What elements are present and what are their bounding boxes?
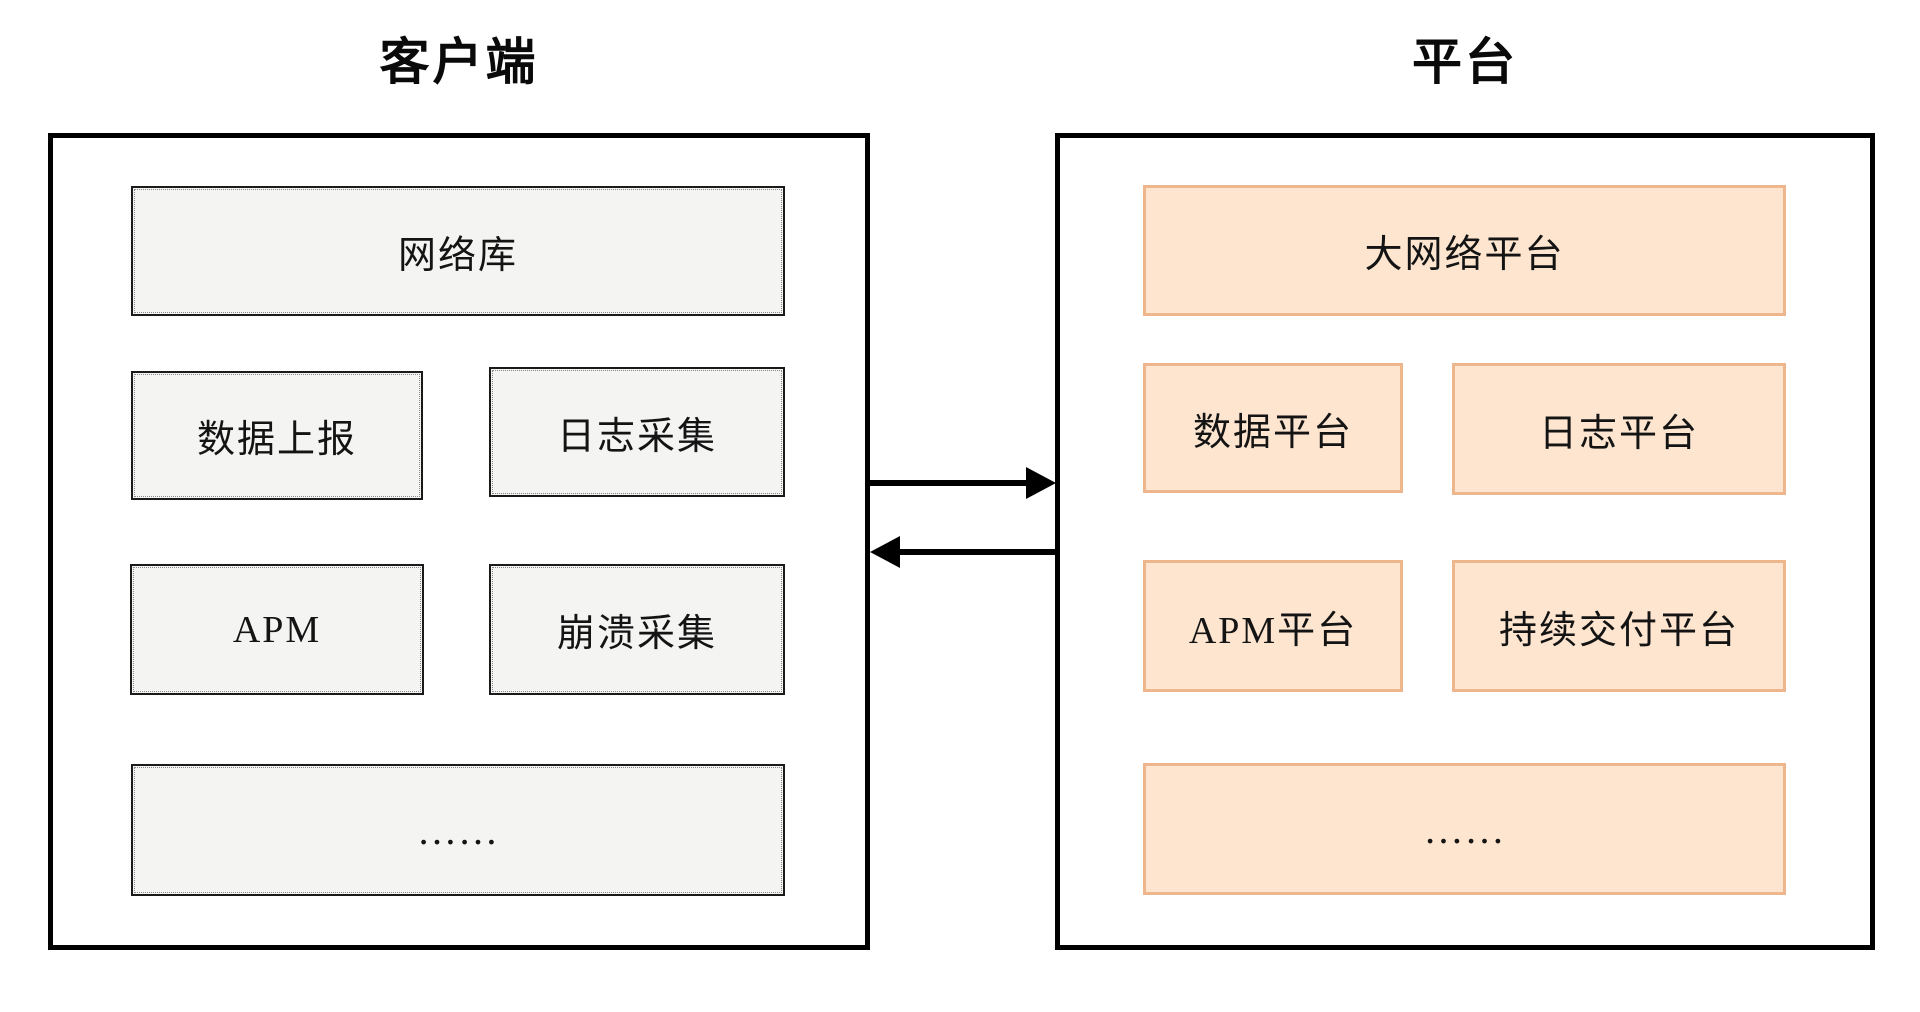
client-box-crash-collect: 崩溃采集: [489, 564, 785, 695]
platform-box-ellipsis: ……: [1143, 763, 1786, 895]
arrow-right-head-icon: [1026, 467, 1056, 499]
client-box-data-report: 数据上报: [131, 371, 423, 500]
platform-box-big-network: 大网络平台: [1143, 185, 1786, 316]
platform-box-log-platform: 日志平台: [1452, 363, 1786, 495]
arrow-left-head-icon: [870, 536, 900, 568]
client-title: 客户端: [379, 34, 539, 90]
arrow-right-line: [868, 480, 1028, 486]
client-box-apm: APM: [130, 564, 424, 695]
arrow-left-line: [900, 549, 1058, 555]
platform-title: 平台: [1412, 34, 1518, 90]
platform-box-data-platform: 数据平台: [1143, 363, 1403, 493]
platform-box-apm-platform: APM平台: [1143, 560, 1403, 692]
client-box-log-collect: 日志采集: [489, 367, 785, 497]
platform-box-continuous-delivery: 持续交付平台: [1452, 560, 1786, 692]
client-box-network-lib: 网络库: [131, 186, 785, 316]
client-box-ellipsis: ……: [131, 764, 785, 896]
